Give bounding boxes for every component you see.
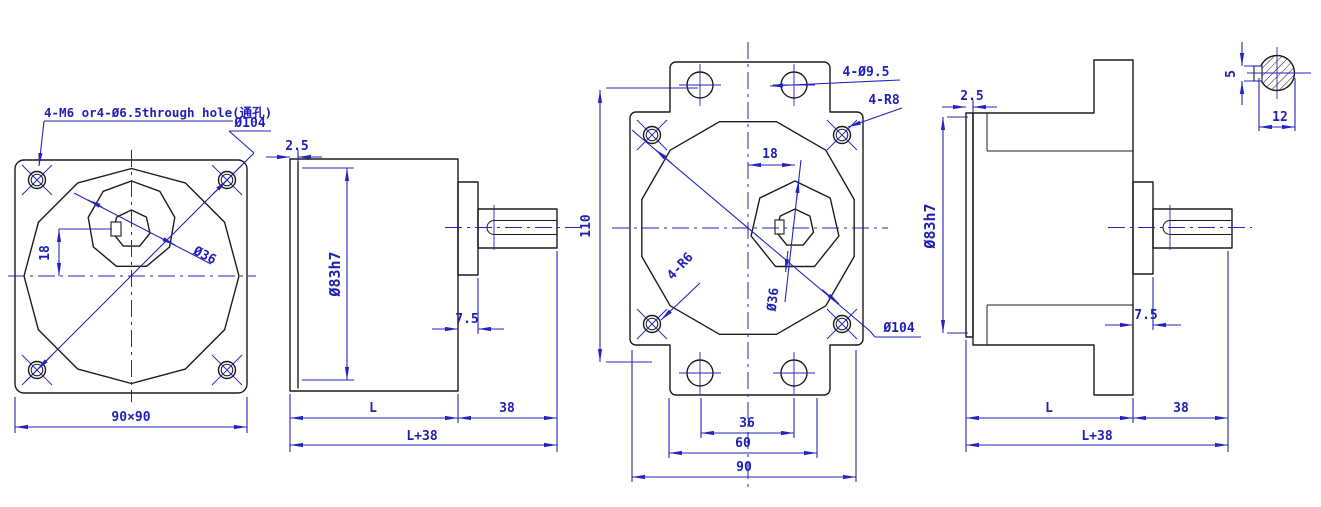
dim-bottom-widths: 36 60 90 [631, 350, 857, 482]
dim-pilot-dia: Ø83h7 [302, 167, 354, 381]
dim-offset-18: 18 [38, 228, 112, 276]
dim-7.5-label: 7.5 [455, 312, 478, 327]
dim-d104: Ø104 [631, 129, 921, 338]
dim-2.5-label: 2.5 [285, 139, 308, 154]
dim-2.5-label: 2.5 [960, 89, 983, 104]
output-shaft [1152, 208, 1233, 249]
dim-dia-12: 12 [1258, 78, 1296, 131]
dim-110: 110 [579, 87, 698, 363]
dim-d36: Ø36 [765, 159, 802, 313]
dim-90x90: 90×90 [14, 397, 248, 433]
dim-d36-label: Ø36 [190, 243, 219, 268]
dim-110-label: 110 [579, 214, 594, 238]
tab-hole-crosshairs [679, 64, 815, 394]
dim-90x90-label: 90×90 [111, 410, 150, 425]
dim-18-label: 18 [762, 147, 778, 162]
side-view-right: 2.5 Ø83h7 7.5 L 38 L+38 [921, 59, 1252, 452]
keyway-slot [774, 219, 785, 235]
dim-d104: Ø104 [24, 116, 271, 383]
front-view-square-flange: 18 Ø36 Ø104 4-M6 or4-Ø6.5through hole(通孔… [8, 105, 272, 433]
dim-L38-label: L+38 [406, 429, 437, 444]
pilot-plate [965, 112, 974, 338]
dim-d104-label: Ø104 [233, 116, 265, 131]
dim-12-label: 12 [1272, 110, 1288, 125]
dim-d36: Ø36 [73, 192, 219, 268]
tab-mount-holes [686, 71, 808, 387]
housing-steps [986, 113, 1133, 345]
dim-L-label: L [1045, 401, 1053, 416]
dim-L-label: L [369, 401, 377, 416]
dim-offset-18: 18 [748, 147, 795, 168]
dim-pilot-label: Ø83h7 [921, 203, 939, 249]
dim-18-label: 18 [38, 245, 53, 261]
shaft-boss [457, 181, 479, 276]
dim-pilot-dia: Ø83h7 [921, 116, 968, 334]
dim-7.5-label: 7.5 [1134, 308, 1157, 323]
dim-r6-label: 4-R6 [664, 250, 696, 283]
dim-r8-label: 4-R8 [868, 93, 899, 108]
dim-5-label: 5 [1224, 70, 1239, 78]
side-view-left: 2.5 Ø83h7 7.5 L 38 L+38 [266, 139, 580, 452]
dim-60-label: 60 [735, 436, 751, 451]
bolt-hole-note-label: 4-M6 or4-Ø6.5through hole(通孔) [44, 105, 272, 120]
front-view-tab-flange: 110 4-Ø9.5 4-R8 18 Ø36 4-R6 [579, 42, 921, 492]
dim-2.5: 2.5 [266, 139, 322, 163]
motor-body-outline [289, 158, 459, 392]
keyway-slot [110, 221, 122, 237]
dim-38-label: 38 [499, 401, 515, 416]
gearbox-body-silhouette [641, 120, 855, 335]
dim-36-label: 36 [739, 416, 755, 431]
dim-d104-label: Ø104 [882, 321, 914, 336]
dim-38-label: 38 [1173, 401, 1189, 416]
dim-pilot-label: Ø83h7 [326, 251, 344, 297]
dim-r8: 4-R8 [847, 93, 903, 128]
dim-7.5: 7.5 [432, 278, 504, 334]
dim-lengths: L 38 L+38 [965, 251, 1229, 452]
dim-90-label: 90 [736, 460, 752, 475]
housing-outline [972, 59, 1134, 396]
output-shaft [477, 208, 558, 249]
shaft-flat-cut [1253, 65, 1263, 82]
dim-2.5: 2.5 [942, 89, 997, 113]
output-boss-circle [750, 180, 840, 268]
bolt-hole-note: 4-M6 or4-Ø6.5through hole(通孔) [38, 105, 272, 167]
flange-outline [629, 61, 864, 396]
dim-7.5: 7.5 [1105, 277, 1181, 330]
corner-bolt-holes [642, 125, 852, 334]
dim-lengths: L 38 L+38 [289, 251, 558, 452]
dim-L38-label: L+38 [1081, 429, 1112, 444]
dim-tab-holes: 4-Ø9.5 [769, 65, 901, 88]
dim-4d95-label: 4-Ø9.5 [843, 65, 890, 80]
dim-d36-label: Ø36 [765, 287, 783, 313]
shaft-section-detail: 5 12 [1224, 42, 1311, 131]
shaft-bore [775, 208, 815, 246]
